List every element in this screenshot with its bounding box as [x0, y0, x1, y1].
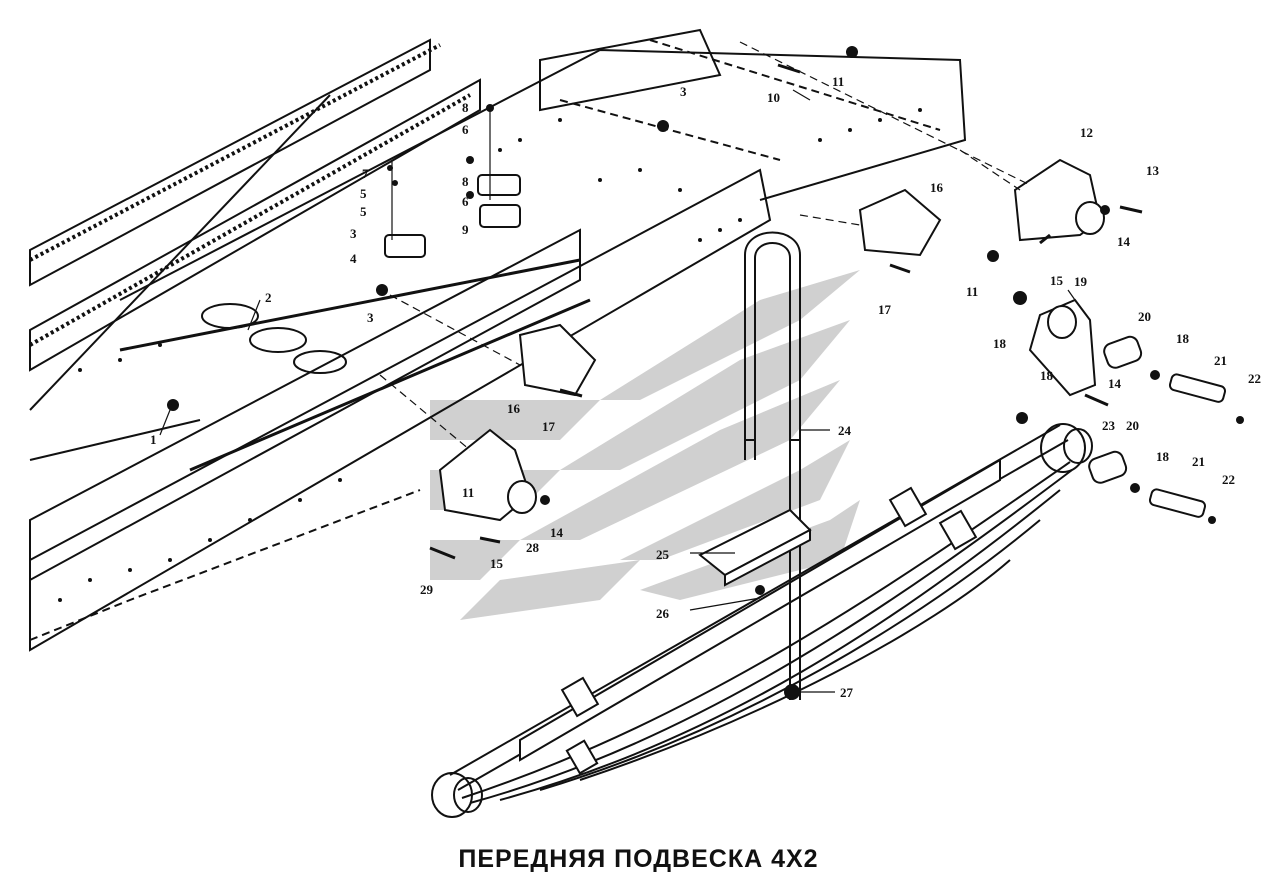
callout-14b: 14: [1108, 376, 1122, 391]
callout-labels: 1 2 3 3 3 4 5 5 6 6 7 8 8 9 10 11 11 11 …: [150, 74, 1261, 700]
leaf-spring: [431, 423, 1093, 818]
rivet-dots: [58, 108, 922, 602]
callout-21a: 21: [1214, 353, 1227, 368]
callout-6b: 6: [462, 194, 469, 209]
callout-8a: 8: [462, 100, 469, 115]
u-bolt: [744, 231, 801, 700]
callout-18a: 18: [993, 336, 1007, 351]
callout-9: 9: [462, 222, 469, 237]
spring-pad: [698, 508, 812, 587]
callout-17a: 17: [878, 302, 892, 317]
callout-5a: 5: [360, 186, 367, 201]
callout-5b: 5: [360, 204, 367, 219]
callout-20a: 20: [1138, 309, 1151, 324]
callout-17b: 17: [542, 419, 556, 434]
callout-22b: 22: [1222, 472, 1235, 487]
callout-12: 12: [1080, 125, 1093, 140]
leader-lines: [159, 41, 1076, 693]
callout-1: 1: [150, 432, 157, 447]
callout-4: 4: [350, 251, 357, 266]
callout-23: 23: [1102, 418, 1116, 433]
callout-11c: 11: [462, 485, 474, 500]
callout-19: 19: [1074, 274, 1088, 289]
callout-29: 29: [420, 582, 434, 597]
callout-11a: 11: [832, 74, 844, 89]
callout-16b: 16: [507, 401, 521, 416]
callout-20b: 20: [1126, 418, 1139, 433]
callout-11b: 11: [966, 284, 978, 299]
callout-22a: 22: [1248, 371, 1261, 386]
callout-15b: 15: [490, 556, 504, 571]
callout-7: 7: [362, 166, 369, 181]
bolts: [429, 63, 1143, 560]
callout-13: 13: [1146, 163, 1160, 178]
callout-24: 24: [838, 423, 852, 438]
callout-15a: 15: [1050, 273, 1064, 288]
callout-3c: 3: [350, 226, 357, 241]
callout-10: 10: [767, 90, 780, 105]
callout-14c: 14: [550, 525, 564, 540]
callout-8b: 8: [462, 174, 469, 189]
callout-21b: 21: [1192, 454, 1205, 469]
callout-25: 25: [656, 547, 670, 562]
callout-28: 28: [526, 540, 540, 555]
callout-26: 26: [656, 606, 670, 621]
front-suspension-diagram: 1 2 3 3 3 4 5 5 6 6 7 8 8 9 10 11 11 11 …: [29, 28, 1261, 818]
callout-18b: 18: [1176, 331, 1190, 346]
callout-16a: 16: [930, 180, 944, 195]
frame-rails: [29, 28, 967, 652]
callout-27: 27: [840, 685, 854, 700]
callout-6a: 6: [462, 122, 469, 137]
callout-2: 2: [265, 290, 272, 305]
callout-3a: 3: [680, 84, 687, 99]
callout-3b: 3: [367, 310, 374, 325]
diagram-caption: ПЕРЕДНЯЯ ПОДВЕСКА 4X2: [458, 845, 819, 873]
callout-14a: 14: [1117, 234, 1131, 249]
callout-18d: 18: [1156, 449, 1170, 464]
callout-18c: 18: [1040, 368, 1054, 383]
watermark-logo: [430, 270, 860, 620]
